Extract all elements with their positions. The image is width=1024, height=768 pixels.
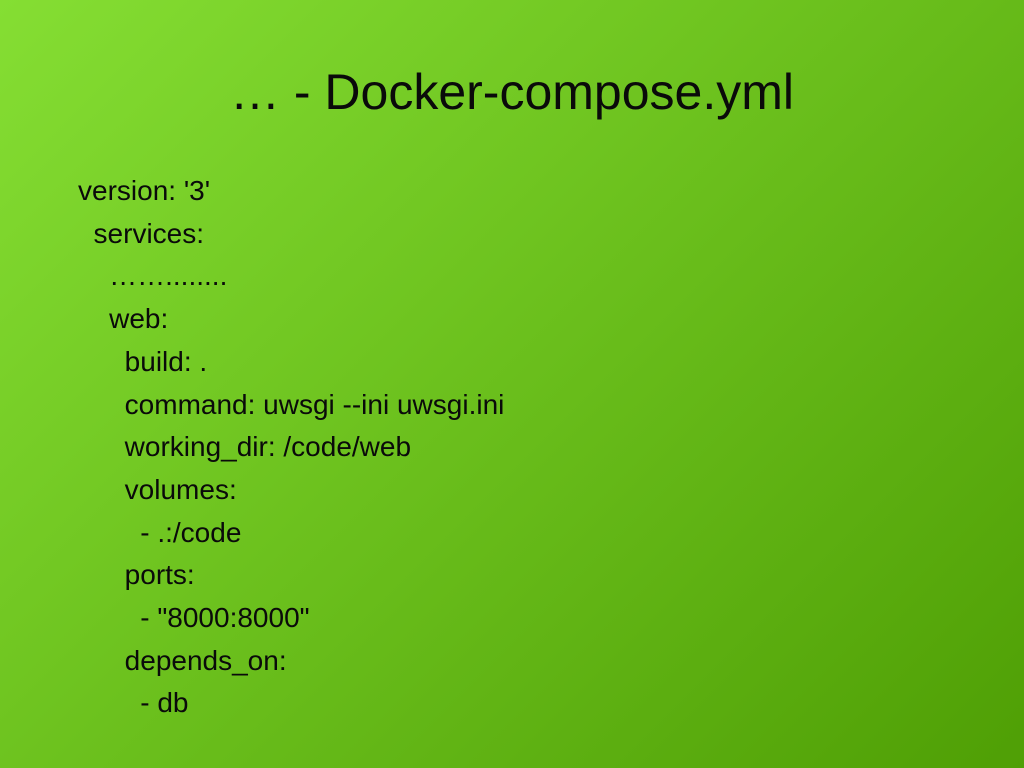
code-line: volumes: <box>78 473 237 505</box>
code-line: command: uwsgi --ini uwsgi.ini <box>78 388 505 420</box>
code-line: working_dir: /code/web <box>78 431 412 463</box>
code-line: build: . <box>78 345 208 377</box>
code-line: services: <box>78 217 205 249</box>
code-line: ……........ <box>78 260 228 292</box>
code-line: version: '3' <box>78 175 211 206</box>
slide-title: … - Docker-compose.yml <box>230 64 794 120</box>
code-line: - "8000:8000" <box>78 602 310 634</box>
code-line: - .:/code <box>78 516 242 548</box>
code-line: depends_on: <box>78 644 287 676</box>
code-line: - db <box>78 687 189 719</box>
code-line: ports: <box>78 559 195 591</box>
code-line: web: <box>78 303 169 335</box>
yaml-code-block: version: '3' services: ……........ web: b… <box>78 170 1004 725</box>
